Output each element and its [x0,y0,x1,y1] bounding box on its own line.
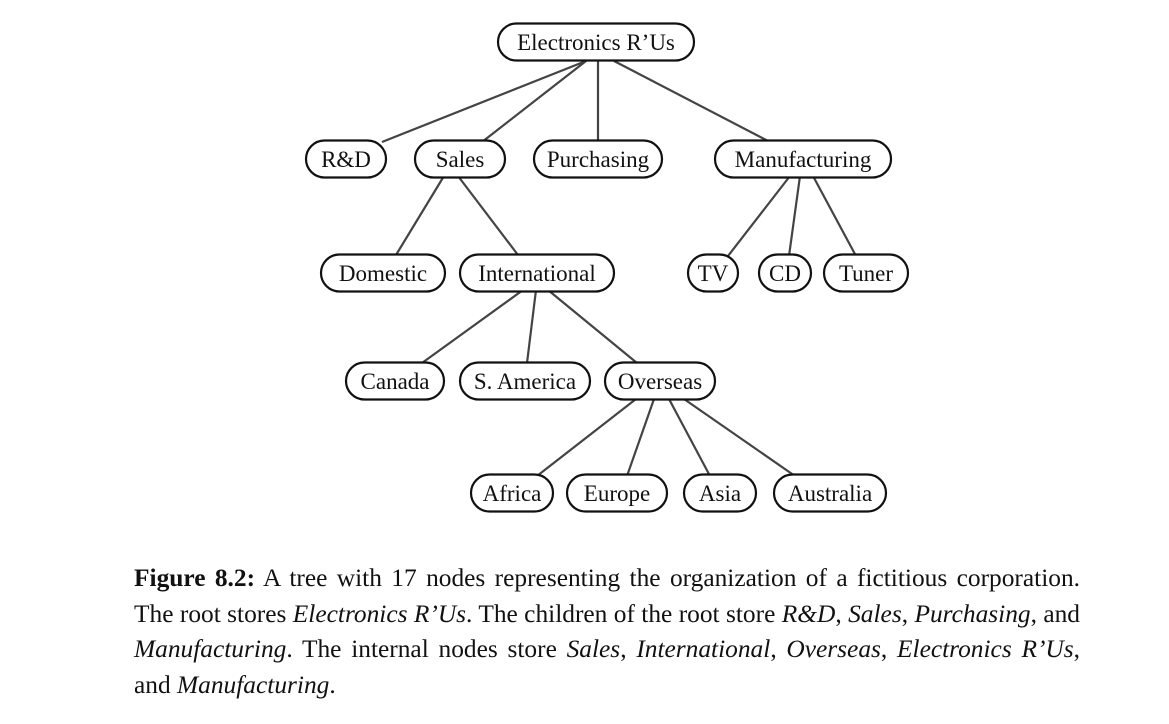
organization-tree: Electronics R’UsR&D Sales Purchasing Manufa… [304,22,910,513]
edge-manufacturing-tuner [812,175,857,257]
edge-manufacturing-cd [787,175,802,257]
node-box [532,139,664,179]
node-purchasing: Purchasing [532,139,664,179]
node-label: R&D [321,147,371,172]
node-label: Europe [584,481,650,506]
node-box [713,139,893,179]
edge-manufacturing-tv [727,175,791,257]
node-box [344,361,446,401]
node-label: S. America [474,369,576,394]
node-box [469,473,555,513]
node-europe: Europe [565,473,669,513]
caption-emphasis: Electronics R’Us [292,599,467,628]
node-box [772,473,888,513]
caption-fragment: . [329,670,336,699]
node-label: Asia [699,481,741,506]
node-box [413,139,507,179]
edge-sales-international [457,175,519,256]
node-box [458,361,592,401]
caption-emphasis: Overseas [786,635,881,663]
node-box [319,253,447,293]
node-box [496,22,696,62]
caption-fragment: , [835,599,849,628]
node-label: Sales [436,147,485,172]
edge-overseas-australia [683,398,796,477]
node-label: Canada [361,369,430,394]
edge-overseas-africa [536,398,637,477]
caption-fragment: , [880,635,898,663]
caption-emphasis: R&D [781,599,836,628]
node-label: CD [769,261,801,286]
node-box [304,139,388,179]
figure-caption: Figure 8.2: A tree with 17 nodes represe… [134,561,1080,703]
edge-overseas-europe [625,398,656,477]
node-canada: Canada [344,361,446,401]
node-label: TV [698,261,729,286]
tree-edges [381,59,857,477]
edge-root-sales [481,60,587,143]
node-international: International [458,253,616,293]
node-box [603,361,717,401]
node-africa: Africa [469,473,555,513]
node-root: Electronics R’Us [496,22,696,62]
caption-fragment: . The children of the root store [466,599,782,628]
caption-emphasis: Manufacturing [177,670,330,699]
node-label: International [478,261,596,286]
caption-emphasis: Purchasing [914,599,1031,628]
node-overseas: Overseas [603,361,717,401]
caption-fragment: , and [134,635,1080,699]
caption-fragment: , [901,599,915,628]
caption-emphasis: Sales [566,635,621,663]
caption-emphasis: Sales [848,599,902,628]
node-label: Purchasing [547,147,650,172]
node-label: Manufacturing [735,147,872,172]
edge-sales-domestic [395,175,445,256]
node-label: Tuner [839,261,893,286]
node-sales: Sales [413,139,507,179]
node-box [565,473,669,513]
caption-fragment: , and [1030,599,1081,628]
node-asia: Asia [682,473,758,513]
edge-root-rd [381,59,587,144]
node-label: Australia [788,481,872,506]
edge-international-overseas [547,289,638,364]
caption-emphasis: Interna­tional [636,635,771,663]
node-tuner: Tuner [822,253,910,293]
caption-emphasis: Manufacturing [134,635,287,663]
caption-fragment: . The internal nodes store [286,635,567,663]
node-label: Africa [483,481,542,506]
tree-nodes: Electronics R’UsR&D Sales Purchasing Manufa… [304,22,910,513]
node-label: Overseas [618,369,702,394]
edge-international-canada [421,289,524,364]
node-domestic: Domestic [319,253,447,293]
caption-fragment: A tree with 17 nodes representing the or… [134,564,1080,628]
caption-text: A tree with 17 nodes representing the or… [134,564,1080,699]
node-samerica: S. America [458,361,592,401]
node-label: Domestic [339,261,427,286]
node-tv: TV [686,253,740,293]
edge-international-samerica [525,289,538,364]
node-box [458,253,616,293]
node-box [686,253,740,293]
node-manufacturing: Manufacturing [713,139,893,179]
node-box [757,253,813,293]
node-label: Electronics R’Us [517,30,675,55]
node-cd: CD [757,253,813,293]
caption-fragment: , [770,635,787,663]
caption-emphasis: Electronics R’Us [897,635,1074,663]
caption-label: Figure 8.2: [134,564,256,592]
node-rd: R&D [304,139,388,179]
edge-overseas-asia [668,398,711,477]
node-box [822,253,910,293]
edge-root-manufacturing [613,60,771,143]
caption-fragment: , [620,635,637,663]
node-australia: Australia [772,473,888,513]
node-box [682,473,758,513]
